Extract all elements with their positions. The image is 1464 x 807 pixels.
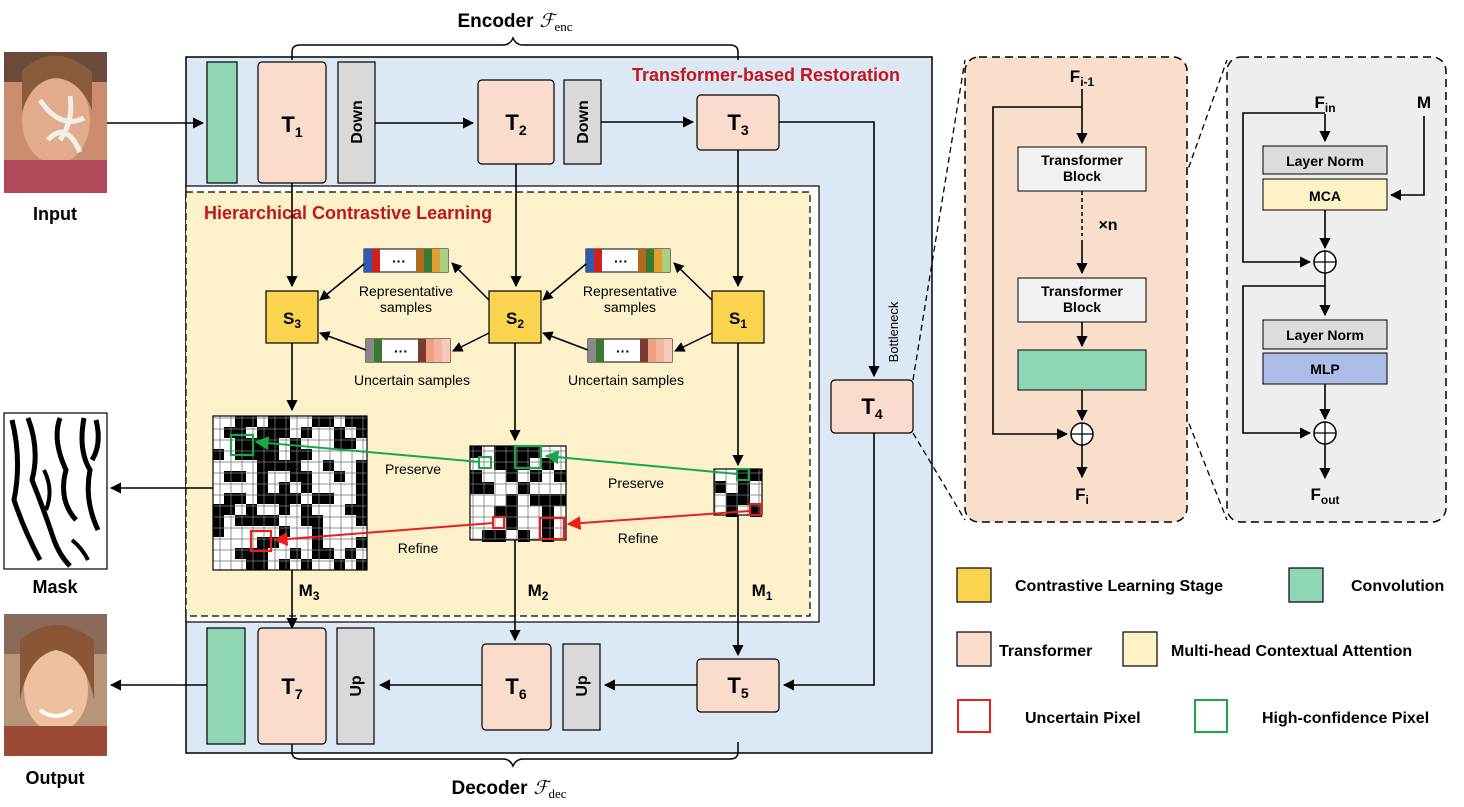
s3-block: [265, 290, 319, 344]
legend-confident-swatch: [1194, 699, 1228, 733]
layer-norm-1: [1262, 145, 1388, 175]
bottleneck-label: Bottleneck: [886, 301, 901, 362]
transformer-block-1: [1017, 146, 1147, 192]
mask-image: [3, 412, 108, 570]
svg-text:···: ···: [616, 343, 630, 359]
t3-label: T3: [727, 110, 748, 138]
conv-block-encoder: [206, 61, 238, 184]
t6-block: [481, 643, 552, 731]
legend: Contrastive Learning Stage Convolution T…: [956, 567, 1444, 733]
layer-norm-2: [1262, 319, 1388, 350]
s2-label: S2: [506, 309, 524, 331]
mask-grid-m2: [469, 444, 567, 542]
panel1-add-node: [1070, 422, 1094, 446]
uncertain-strip-left: ···: [365, 338, 451, 363]
svg-text:···: ···: [394, 343, 408, 359]
transformer-block-detail-panel: [1226, 56, 1447, 523]
svg-text:···: ···: [614, 253, 628, 269]
output-image: [4, 614, 107, 756]
t7-label: T7: [281, 674, 302, 702]
up-block-1: [336, 627, 375, 745]
uncertain-strip-right: ···: [587, 338, 673, 363]
s3-label: S3: [283, 309, 301, 331]
panel2-add-node-2: [1313, 421, 1337, 445]
t5-label: T5: [727, 673, 748, 701]
representative-strip-left: ···: [363, 248, 449, 273]
down-label-1: Down: [349, 100, 366, 144]
unc-samples-label-right: Uncertain samples: [568, 372, 684, 388]
layer-norm-2-label: Layer Norm: [1286, 327, 1364, 343]
preserve-label-2: Preserve: [608, 475, 664, 491]
up-block-2: [562, 643, 601, 731]
unc-samples-label-left: Uncertain samples: [354, 372, 470, 388]
s1-label: S1: [729, 309, 747, 331]
input-label: Input: [33, 204, 77, 224]
legend-uncertain-label: Uncertain Pixel: [1025, 710, 1141, 727]
refine-label-2: Refine: [618, 530, 659, 546]
t4-block: [830, 379, 914, 434]
legend-confident-label: High-confidence Pixel: [1262, 710, 1429, 727]
m1-label: M1: [752, 581, 773, 603]
panel1-input-label: Fi-1: [1070, 67, 1095, 89]
down-label-2: Down: [575, 100, 592, 144]
restoration-title: Transformer-based Restoration: [632, 65, 900, 85]
m2-label: M2: [528, 581, 549, 603]
legend-uncertain-swatch: [957, 699, 991, 733]
t1-label: T1: [281, 112, 302, 140]
preserve-label-1: Preserve: [385, 461, 441, 477]
hcl-title: Hierarchical Contrastive Learning: [204, 203, 492, 223]
layer-norm-1-label: Layer Norm: [1286, 153, 1364, 169]
panel2-input-label: Fin: [1314, 93, 1335, 115]
legend-transformer-swatch: [956, 631, 992, 667]
repeat-label: ×n: [1098, 217, 1117, 234]
down-block-1: [337, 61, 376, 184]
legend-transformer-label: Transformer: [999, 643, 1092, 660]
panel2-mask-label: M: [1417, 93, 1431, 112]
legend-conv-swatch: [1288, 567, 1324, 603]
t2-label: T2: [505, 110, 526, 138]
input-image: [4, 52, 107, 193]
mca-block: [1262, 178, 1388, 211]
legend-mca-swatch: [1122, 631, 1158, 667]
mask-label: Mask: [32, 577, 78, 597]
mlp-block: [1262, 352, 1388, 385]
refine-label-1: Refine: [398, 540, 439, 556]
t7-block: [257, 627, 327, 745]
svg-text:···: ···: [392, 253, 406, 269]
decoder-brace: [291, 742, 739, 768]
transformer-block-2: [1017, 277, 1147, 323]
legend-mca-label: Multi-head Contextual Attention: [1171, 643, 1412, 660]
up-label-2: Up: [574, 675, 591, 697]
legend-conv-label: Convolution: [1351, 578, 1444, 595]
mask-grid-m1: [713, 468, 763, 517]
mask-grid-m3: [212, 415, 368, 571]
representative-strip-right: ···: [585, 248, 671, 273]
panel1-output-label: Fi: [1075, 485, 1089, 507]
legend-cls-label: Contrastive Learning Stage: [1015, 578, 1223, 595]
mca-label: MCA: [1309, 188, 1341, 204]
mlp-label: MLP: [1310, 361, 1340, 377]
t4-label: T4: [861, 394, 882, 422]
conv-block-decoder: [206, 627, 246, 745]
panel1-conv-block: [1017, 349, 1147, 391]
output-label: Output: [26, 768, 85, 788]
panel2-add-node-1: [1313, 250, 1337, 274]
up-label-1: Up: [348, 675, 365, 697]
legend-cls-swatch: [956, 567, 992, 603]
panel2-output-label: Fout: [1310, 485, 1339, 507]
encoder-brace: [291, 36, 739, 60]
s2-block: [488, 290, 542, 344]
t6-label: T6: [505, 674, 526, 702]
m3-label: M3: [299, 581, 320, 603]
down-block-2: [563, 79, 602, 165]
